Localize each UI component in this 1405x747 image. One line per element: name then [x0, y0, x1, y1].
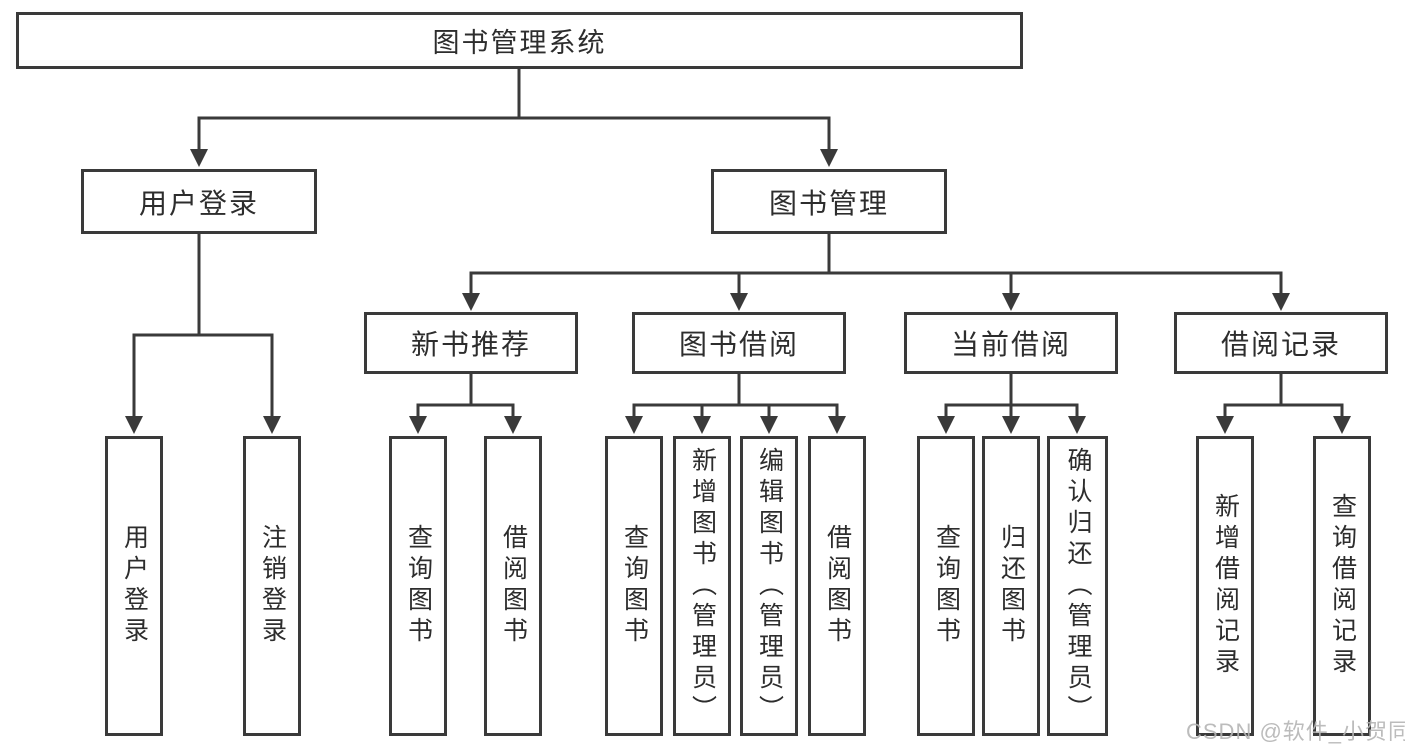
leaf-borrow-books-recommend: 借阅图书	[484, 436, 542, 736]
leaf-query-books-recommend: 查询图书	[389, 436, 447, 736]
node-current-borrow: 当前借阅	[904, 312, 1118, 374]
leaf-borrow-books: 借阅图书	[808, 436, 866, 736]
leaf-add-borrow-record: 新增借阅记录	[1196, 436, 1254, 736]
leaf-confirm-return-admin: 确认归还（管理员）	[1047, 436, 1108, 736]
node-user-login: 用户登录	[81, 169, 317, 234]
node-borrow-record: 借阅记录	[1174, 312, 1388, 374]
node-book-management: 图书管理	[711, 169, 947, 234]
leaf-add-books-admin: 新增图书（管理员）	[673, 436, 731, 736]
leaf-return-books: 归还图书	[982, 436, 1040, 736]
node-library-system: 图书管理系统	[16, 12, 1023, 69]
csdn-watermark: CSDN @软件_小贺同学	[1186, 719, 1405, 744]
leaf-edit-books-admin: 编辑图书（管理员）	[740, 436, 798, 736]
leaf-user-login: 用户登录	[105, 436, 163, 736]
leaf-query-books-current: 查询图书	[917, 436, 975, 736]
leaf-query-books-borrow: 查询图书	[605, 436, 663, 736]
leaf-query-borrow-record: 查询借阅记录	[1313, 436, 1371, 736]
leaf-logout: 注销登录	[243, 436, 301, 736]
node-new-book-recommend: 新书推荐	[364, 312, 578, 374]
node-book-borrow: 图书借阅	[632, 312, 846, 374]
arrowhead-icons	[125, 149, 1351, 434]
